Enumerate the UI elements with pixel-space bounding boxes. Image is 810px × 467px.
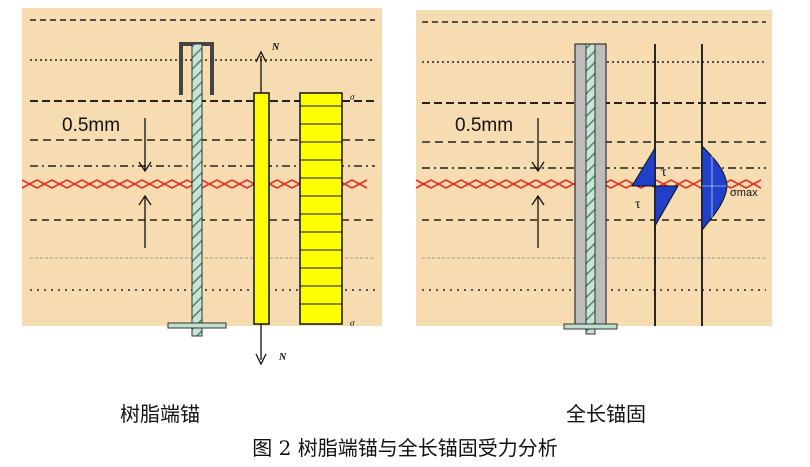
sigma-max-label: σmax bbox=[730, 187, 758, 199]
left-panel: 0.5mm N N bbox=[21, 8, 382, 366]
left-bearing-plate bbox=[167, 322, 227, 329]
right-panel: 0.5mm τ τ σmax bbox=[415, 10, 772, 335]
left-bolt-rod bbox=[191, 43, 203, 337]
left-gap-label: 0.5mm bbox=[62, 115, 120, 136]
left-axial-force: N N bbox=[253, 42, 287, 366]
stress-label-top: σ bbox=[350, 92, 355, 102]
force-label-bottom: N bbox=[278, 352, 287, 363]
right-gap-label: 0.5mm bbox=[455, 115, 513, 136]
axial-force-bar bbox=[253, 92, 270, 325]
right-caption: 全长锚固 bbox=[566, 402, 646, 426]
right-gap-arrows bbox=[531, 118, 545, 248]
left-caption: 树脂端锚 bbox=[120, 402, 200, 426]
right-bolt-rod bbox=[585, 43, 596, 335]
right-bearing-plate bbox=[563, 323, 618, 330]
shear-upper-triangle bbox=[631, 146, 656, 187]
tau-upper-label: τ bbox=[661, 165, 667, 180]
left-gap-arrows bbox=[138, 118, 152, 248]
figure-caption: 图 2 树脂端锚与全长锚固受力分析 bbox=[252, 436, 558, 460]
shear-stress-diagram: τ τ bbox=[631, 44, 679, 326]
shear-lower-triangle bbox=[654, 185, 679, 228]
stress-label-bottom: σ bbox=[350, 318, 355, 328]
force-label-top: N bbox=[271, 42, 280, 53]
left-stress-block: σ σ bbox=[299, 92, 355, 328]
tau-lower-label: τ bbox=[635, 197, 641, 212]
axial-stress-diagram: σmax bbox=[701, 44, 758, 326]
